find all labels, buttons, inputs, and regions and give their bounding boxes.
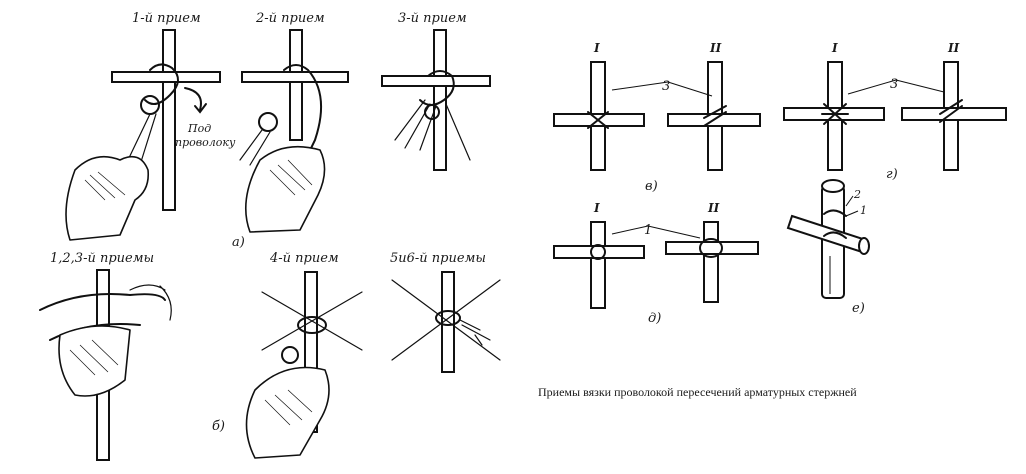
step3-label: 3-й прием xyxy=(398,11,467,26)
under-wire-label-2: проволоку xyxy=(175,136,236,149)
fig-b-label: б) xyxy=(212,419,225,434)
figure-caption: Приемы вязки проволокой пересечений арма… xyxy=(538,385,857,399)
wire-top xyxy=(39,293,166,311)
rod-vertical xyxy=(703,221,719,303)
hand-shading xyxy=(69,339,119,376)
pliers-handles xyxy=(239,129,271,166)
wire-diagonal-tie xyxy=(939,99,963,123)
fig-v-illustration: I II 3 в) xyxy=(553,41,761,194)
leader-line xyxy=(611,225,649,235)
leader-line xyxy=(845,195,854,207)
leader-line xyxy=(845,210,859,217)
rod-vertical xyxy=(590,221,606,309)
rod-horizontal xyxy=(901,107,1007,121)
rod-top-cap xyxy=(821,179,845,193)
steps56-illustration: 5и6-й приемы xyxy=(390,251,501,373)
wire-loop xyxy=(144,63,179,105)
under-wire-label-1: Под xyxy=(187,122,211,135)
step2-label: 2-й прием xyxy=(255,11,325,26)
leader-line xyxy=(895,79,945,93)
roman-1-label: I xyxy=(593,41,600,55)
hand-shading xyxy=(269,159,313,196)
step1-label: 1-й прием xyxy=(132,11,201,26)
steps56-label: 5и6-й приемы xyxy=(390,251,486,266)
hand xyxy=(244,145,326,233)
leader-line xyxy=(611,81,669,91)
fig-d-illustration: I II 1 д) xyxy=(553,201,759,326)
roman-1-label: I xyxy=(593,201,600,215)
roman-2-label: II xyxy=(947,41,960,55)
num-1-label: 1 xyxy=(644,223,652,238)
hand-shading xyxy=(84,171,126,201)
hand xyxy=(58,325,131,397)
roman-1-label: I xyxy=(831,41,838,55)
step1-illustration: 1-й прием Под проволоку xyxy=(65,11,236,241)
pliers-ring xyxy=(424,104,440,120)
step4-label: 4-й прием xyxy=(269,251,339,266)
num-2-label: 2 xyxy=(853,188,861,201)
hand xyxy=(245,366,330,459)
wire-knot xyxy=(297,316,327,334)
fig-e-illustration: 2 1 е) xyxy=(786,179,870,316)
rod-horizontal xyxy=(665,241,759,255)
num-1-label: 1 xyxy=(860,204,867,217)
fig-v-label: в) xyxy=(645,179,658,194)
leader-line xyxy=(847,79,897,95)
leader-line xyxy=(647,225,701,239)
step3-illustration: 3-й прием xyxy=(381,11,491,171)
wire-spool-ends xyxy=(129,284,172,321)
hand xyxy=(65,155,150,241)
fig-g-label: г) xyxy=(886,167,898,182)
rotation-arrow xyxy=(184,87,202,111)
fig-g-illustration: I II 3 г) xyxy=(783,41,1007,182)
roman-2-label: II xyxy=(709,41,722,55)
rod-vertical xyxy=(162,29,176,211)
wire-cross-tie xyxy=(587,111,609,129)
wire-ends xyxy=(394,99,471,161)
steps123-illustration: 1,2,3-й приемы xyxy=(39,251,172,461)
rod-vertical xyxy=(289,29,303,141)
wire-diagonal-2 xyxy=(391,279,501,361)
wire-ring-tie xyxy=(699,238,723,258)
arrow-head xyxy=(194,103,207,114)
fig-d-label: д) xyxy=(648,311,661,326)
steps123-label: 1,2,3-й приемы xyxy=(50,251,154,266)
fig-e-label: е) xyxy=(852,301,865,316)
wire-cross-tie xyxy=(821,103,849,125)
rod-vertical xyxy=(433,29,447,171)
roman-2-label: II xyxy=(707,201,720,215)
pliers-handles xyxy=(127,113,157,166)
wire-diagonal-2 xyxy=(261,291,363,351)
pliers-ring xyxy=(281,346,299,364)
rod-end-cap xyxy=(858,237,870,255)
wire-loop-tie xyxy=(590,244,606,260)
step2-illustration: 2-й прием а) xyxy=(232,11,349,250)
hand-shading xyxy=(264,389,313,426)
fig-a-label: а) xyxy=(232,235,245,250)
step4-illustration: 4-й прием б) xyxy=(212,251,363,459)
wire-tie xyxy=(823,209,847,239)
rod-horizontal xyxy=(111,71,221,83)
wire-ends xyxy=(459,319,491,346)
pliers-ring xyxy=(140,95,160,115)
rod-horizontal xyxy=(241,71,349,83)
pliers-ring xyxy=(258,112,278,132)
num-3-label: 3 xyxy=(662,79,670,94)
rod-horizontal xyxy=(553,245,645,259)
wire-knot xyxy=(435,310,461,326)
leader-line xyxy=(667,81,713,97)
rod-horizontal xyxy=(381,75,491,87)
num-3-label: 3 xyxy=(890,77,898,92)
wire-diagonal-tie xyxy=(703,105,727,127)
